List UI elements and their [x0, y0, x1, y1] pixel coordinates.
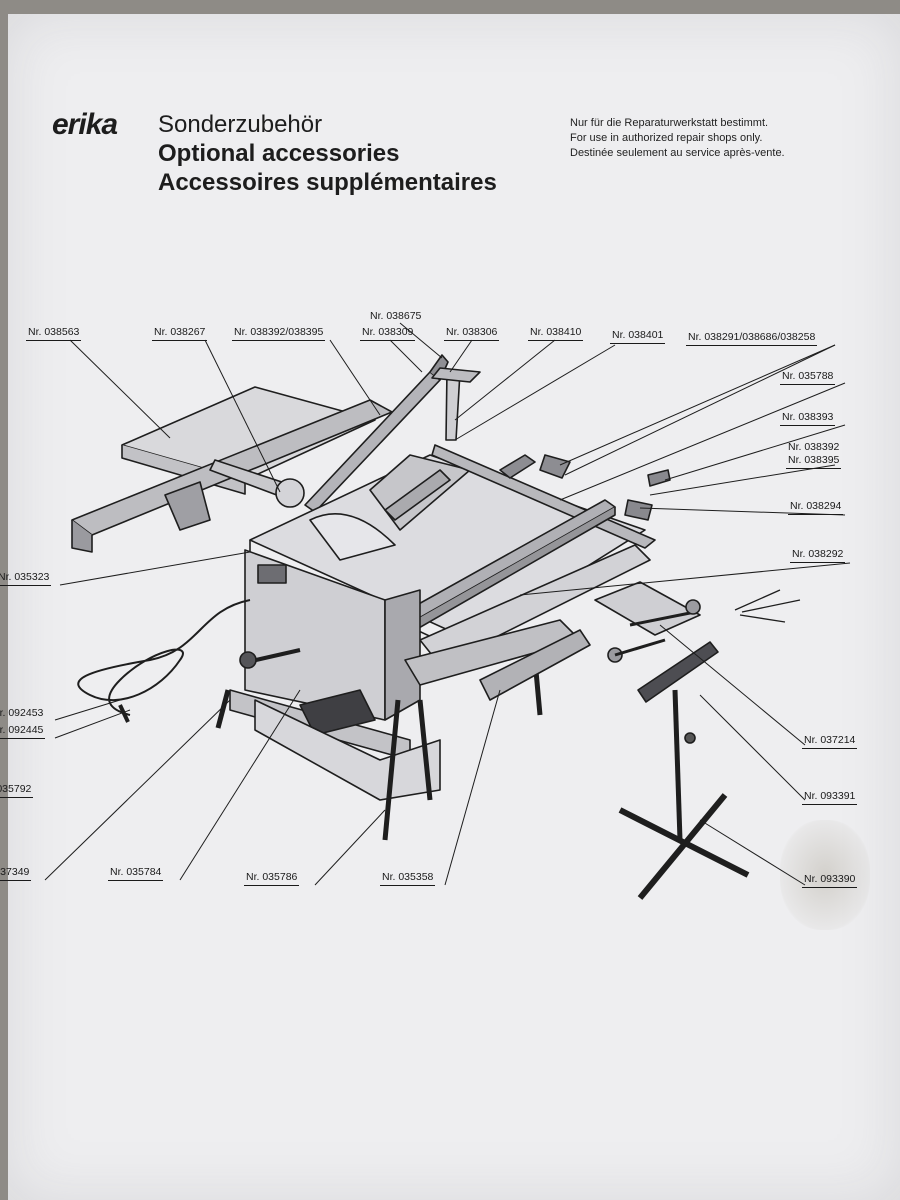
title-french: Accessoires supplémentaires	[158, 169, 497, 196]
callout-038395: Nr. 038395	[786, 454, 842, 469]
callout-037214: Nr. 037214	[802, 734, 858, 749]
callout-035323: Nr. 035323	[0, 571, 52, 586]
callout-038675: Nr. 038675	[370, 310, 422, 322]
callout-038267: Nr. 038267	[152, 326, 208, 341]
callout-038392: Nr. 038392	[788, 441, 840, 453]
notice-french: Destinée seulement au service après-vent…	[570, 147, 785, 159]
callout-035792: Nr. 035792	[0, 783, 34, 798]
title-english: Optional accessories	[158, 140, 400, 167]
title-block: Sonderzubehör Optional accessories Acces…	[158, 110, 497, 197]
notice-german: Nur für die Reparaturwerkstatt bestimmt.	[570, 117, 769, 129]
callout-093390: Nr. 093390	[802, 873, 858, 888]
callout-037349: Nr. 037349	[0, 866, 32, 881]
callout-093391: Nr. 093391	[802, 790, 858, 805]
callout-038393: Nr. 038393	[780, 411, 836, 426]
callout-035788: Nr. 035788	[780, 370, 836, 385]
callout-035358: Nr. 035358	[380, 871, 436, 886]
water-stain	[780, 820, 870, 930]
callout-038563: Nr. 038563	[26, 326, 82, 341]
callout-038392-038395: Nr. 038392/038395	[232, 326, 326, 341]
title-german: Sonderzubehör	[158, 111, 323, 138]
erika-logo: erika	[52, 108, 118, 141]
callout-092445: Nr. 092445	[0, 724, 46, 739]
callout-038292: Nr. 038292	[790, 548, 846, 563]
callout-038291-038686-038258: Nr. 038291/038686/038258	[686, 331, 818, 346]
repair-shop-notice: Nur für die Reparaturwerkstatt bestimmt.…	[570, 116, 785, 161]
callout-038410: Nr. 038410	[528, 326, 584, 341]
callout-092453: Nr. 092453	[0, 707, 44, 719]
callout-035784: Nr. 035784	[108, 866, 164, 881]
callout-038294: Nr. 038294	[788, 500, 844, 515]
callout-035786: Nr. 035786	[244, 871, 300, 886]
notice-english: For use in authorized repair shops only.	[570, 132, 763, 144]
callout-038401: Nr. 038401	[610, 329, 666, 344]
callout-038306: Nr. 038306	[444, 326, 500, 341]
callout-038309: Nr. 038309	[360, 326, 416, 341]
